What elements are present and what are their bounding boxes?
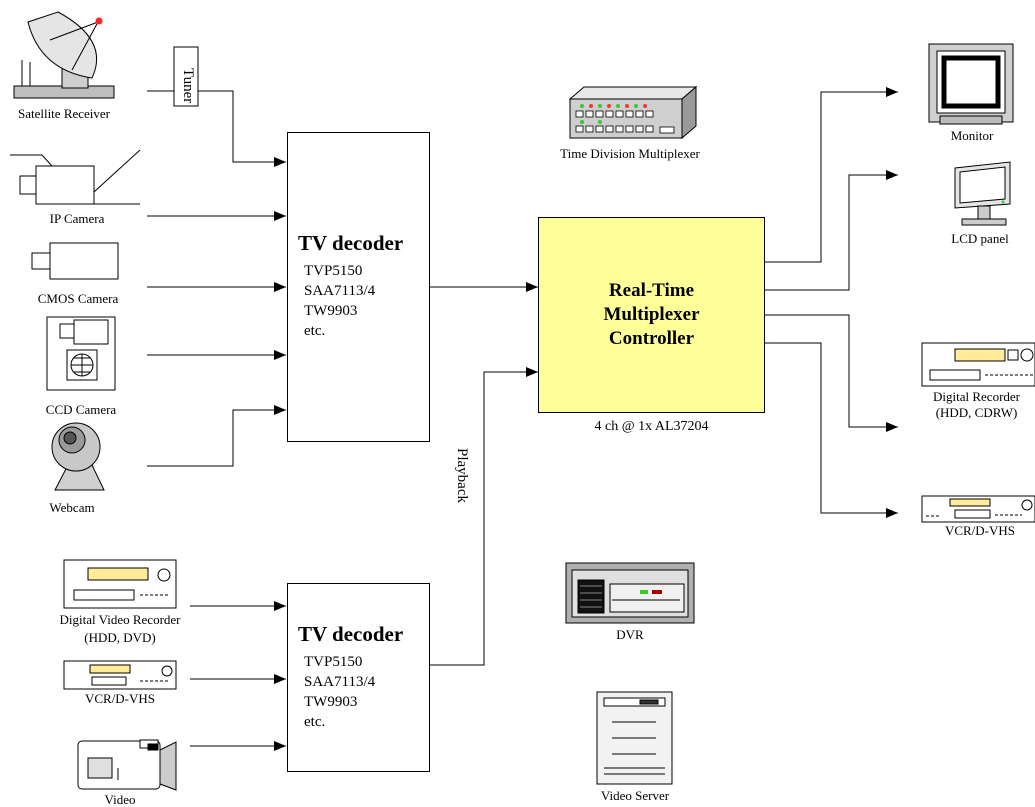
webcam-icon [51, 422, 105, 491]
chip-line: SAA7113/4 [304, 674, 376, 690]
tv-decoder-bottom-chips: TVP5150 SAA7113/4 TW9903 etc. [304, 652, 375, 732]
dvr-deck-icon [63, 559, 177, 609]
tuner-label: Tuner [180, 68, 196, 104]
chip-line: SAA7113/4 [304, 283, 376, 299]
lcd-panel-label: LCD panel [951, 231, 1009, 246]
multiplexer-controller: Real-Time Multiplexer Controller [538, 217, 765, 413]
video-server-label: Video Server [600, 788, 670, 803]
lcd-panel-icon [954, 161, 1011, 226]
dvr-deck-sublabel: (HDD, DVD) [84, 630, 156, 645]
connectors [147, 87, 898, 751]
ccd-camera-icon [46, 316, 116, 391]
ip-camera-label: IP Camera [49, 211, 105, 226]
controller-line: Controller [608, 328, 695, 349]
digital-recorder-sublabel: (HDD, CDRW) [935, 405, 1018, 420]
chip-line: TW9903 [304, 303, 358, 319]
cmos-camera-icon [31, 242, 119, 280]
chip-line: TVP5150 [304, 654, 363, 670]
monitor-label: Monitor [950, 128, 994, 143]
tv-decoder-top-chips: TVP5150 SAA7113/4 TW9903 etc. [304, 261, 375, 341]
vcr-output-label: VCR/D-VHS [944, 523, 1016, 538]
controller-line: Multiplexer [603, 304, 700, 325]
chip-line: etc. [304, 323, 326, 339]
satellite-dish-icon [13, 11, 115, 99]
satellite-receiver-label: Satellite Receiver [17, 106, 111, 121]
chip-line: TVP5150 [304, 263, 363, 279]
tv-decoder-bottom: TV decoder TVP5150 SAA7113/4 TW9903 etc. [287, 583, 430, 772]
cmos-camera-label: CMOS Camera [37, 291, 119, 306]
chip-line: etc. [304, 714, 326, 730]
ip-camera-icon [10, 149, 141, 205]
controller-line: Real-Time [608, 280, 695, 301]
chip-line: TW9903 [304, 694, 358, 710]
dvr-label: DVR [616, 627, 644, 642]
digital-recorder-label: Digital Recorder [933, 389, 1020, 404]
controller-caption: 4 ch @ 1x AL37204 [594, 419, 709, 434]
multiplexer-icon [568, 85, 698, 140]
ccd-camera-label: CCD Camera [45, 402, 117, 417]
vcr-icon [63, 660, 177, 690]
multiplexer-label: Time Division Multiplexer [560, 146, 700, 161]
webcam-label: Webcam [49, 500, 95, 515]
crt-monitor-icon [928, 43, 1014, 125]
camcorder-icon [77, 739, 177, 791]
tv-decoder-bottom-title: TV decoder [298, 622, 404, 646]
video-server-icon [596, 691, 673, 785]
vcr-label: VCR/D-VHS [84, 691, 156, 706]
dvr-deck-label: Digital Video Recorder [59, 612, 181, 627]
tv-decoder-top: TV decoder TVP5150 SAA7113/4 TW9903 etc. [287, 132, 430, 442]
dvr-unit-icon [565, 562, 695, 624]
video-label: Video [104, 792, 136, 807]
tuner-box [173, 46, 199, 107]
tv-decoder-top-title: TV decoder [298, 231, 404, 255]
digital-recorder-icon [921, 342, 1035, 387]
vcr-output-icon [921, 495, 1035, 523]
playback-label: Playback [454, 448, 470, 503]
